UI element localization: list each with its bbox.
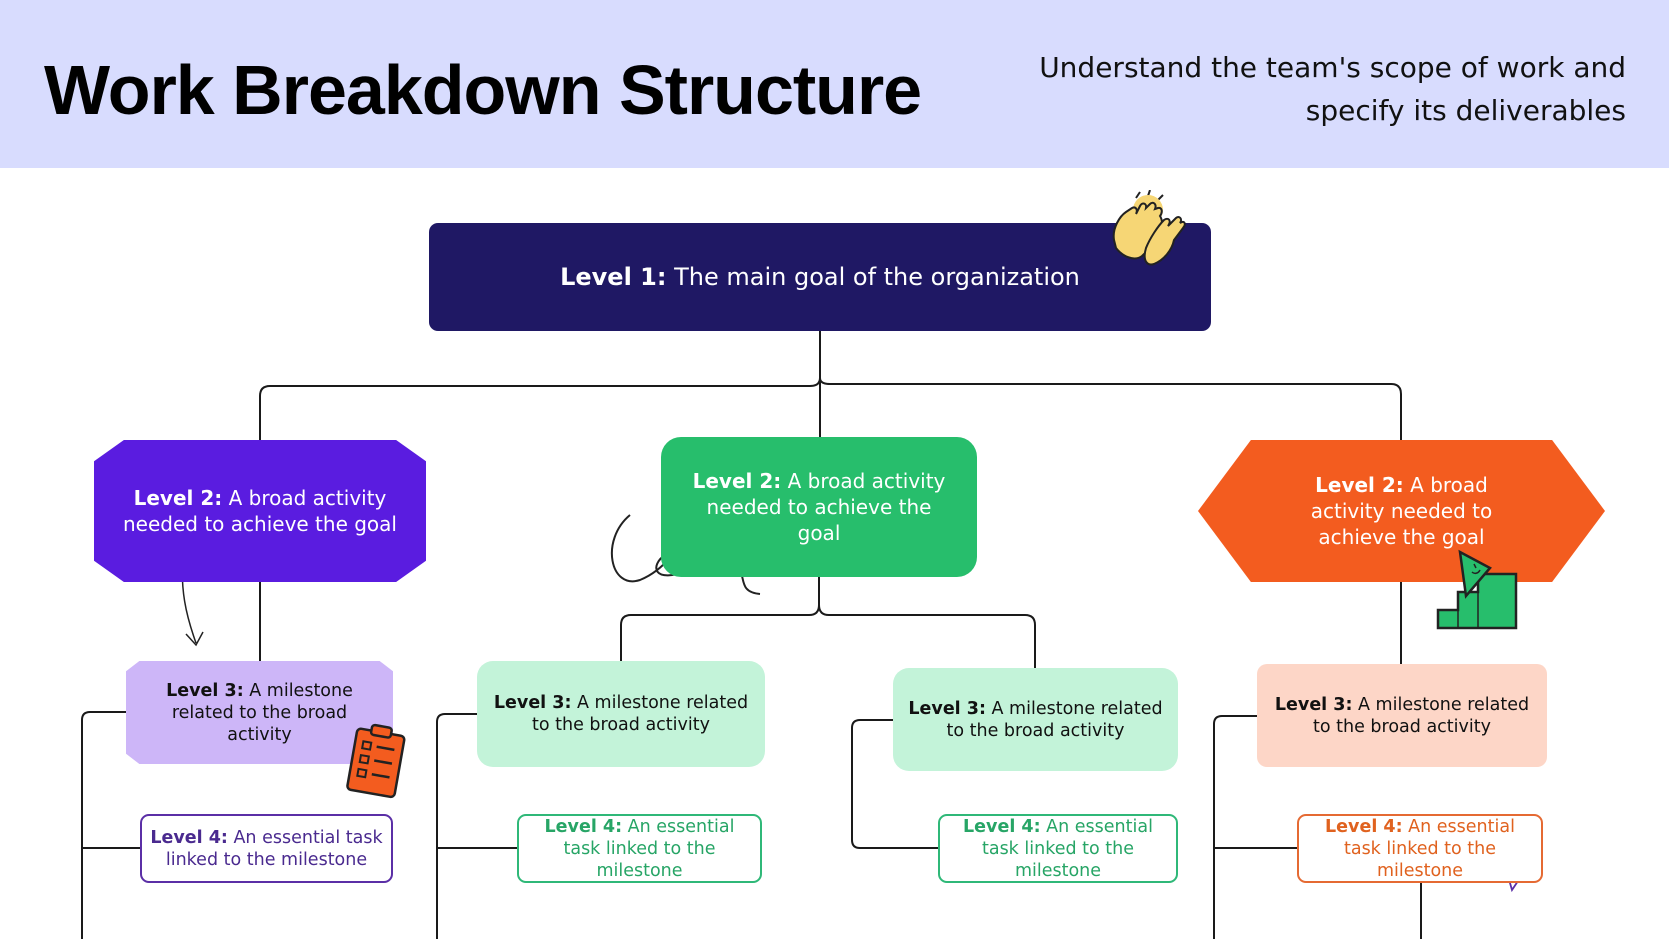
header-banner: Work Breakdown Structure Understand the … <box>0 0 1669 168</box>
level1-node: Level 1: The main goal of the organizati… <box>429 223 1211 331</box>
level3-label: Level 3: <box>1274 694 1353 715</box>
page-subtitle: Understand the team's scope of work and … <box>1039 51 1626 127</box>
level3-node-purple: Level 3: A milestone related to the broa… <box>126 661 393 764</box>
page-title: Work Breakdown Structure <box>44 51 922 129</box>
connector-l1-right <box>819 377 1402 440</box>
connector-l3-green2 <box>851 719 938 849</box>
level4-node-green-right: Level 4: An essential task linked to the… <box>938 814 1178 883</box>
level3-text: A milestone related to the broad activit… <box>946 698 1163 741</box>
connector-green-split <box>620 577 1036 668</box>
level4-node-green-left: Level 4: An essential task linked to the… <box>517 814 762 883</box>
level2-node-purple: Level 2: A broad activity needed to achi… <box>94 440 426 582</box>
level3-node-green-right: Level 3: A milestone related to the broa… <box>893 668 1178 771</box>
level2-label: Level 2: <box>1315 473 1404 497</box>
connector-l1-left <box>259 377 821 440</box>
high-five-icon <box>1112 190 1186 266</box>
level3-text: A milestone related to the broad activit… <box>171 680 353 745</box>
level2-text: A broad activity needed to achieve the g… <box>123 486 397 536</box>
level4-label: Level 4: <box>150 827 228 848</box>
level1-text: The main goal of the organization <box>666 263 1080 291</box>
level3-text: A milestone related to the broad activit… <box>1313 694 1530 737</box>
level2-text: A broad activity needed to achieve the g… <box>706 469 946 545</box>
level4-text: An essential task linked to the mileston… <box>563 816 735 881</box>
connector-l3-peach <box>1213 715 1297 939</box>
level3-text: A milestone related to the broad activit… <box>532 693 749 735</box>
level4-text: An essential task linked to the mileston… <box>981 816 1153 881</box>
level3-label: Level 3: <box>166 680 244 701</box>
level4-label: Level 4: <box>544 816 623 837</box>
level2-label: Level 2: <box>692 469 782 493</box>
stairs-flag-icon <box>1436 549 1518 630</box>
level4-node-purple: Level 4: An essential task linked to the… <box>140 814 393 883</box>
level4-label: Level 4: <box>1325 816 1403 837</box>
level4-text: An essential task linked to the mileston… <box>1343 816 1515 881</box>
level2-label: Level 2: <box>133 486 223 510</box>
connector-l3-purple <box>81 711 140 939</box>
level4-text: An essential task linked to the mileston… <box>165 827 383 870</box>
level2-node-orange: Level 2: A broad activity needed to achi… <box>1198 440 1605 582</box>
level1-label: Level 1: <box>560 263 667 291</box>
level4-node-orange: Level 4: An essential task linked to the… <box>1297 814 1543 883</box>
connector-l3-green1 <box>436 713 517 939</box>
level4-label: Level 4: <box>963 816 1041 837</box>
level3-node-green-left: Level 3: A milestone related to the broa… <box>477 661 765 767</box>
level3-label: Level 3: <box>908 698 986 719</box>
level3-label: Level 3: <box>493 693 572 713</box>
level3-node-peach: Level 3: A milestone related to the broa… <box>1257 664 1547 767</box>
level2-node-green: Level 2: A broad activity needed to achi… <box>661 437 977 577</box>
clipboard-icon <box>346 723 406 799</box>
level2-text: A broad activity needed to achieve the g… <box>1310 473 1493 549</box>
